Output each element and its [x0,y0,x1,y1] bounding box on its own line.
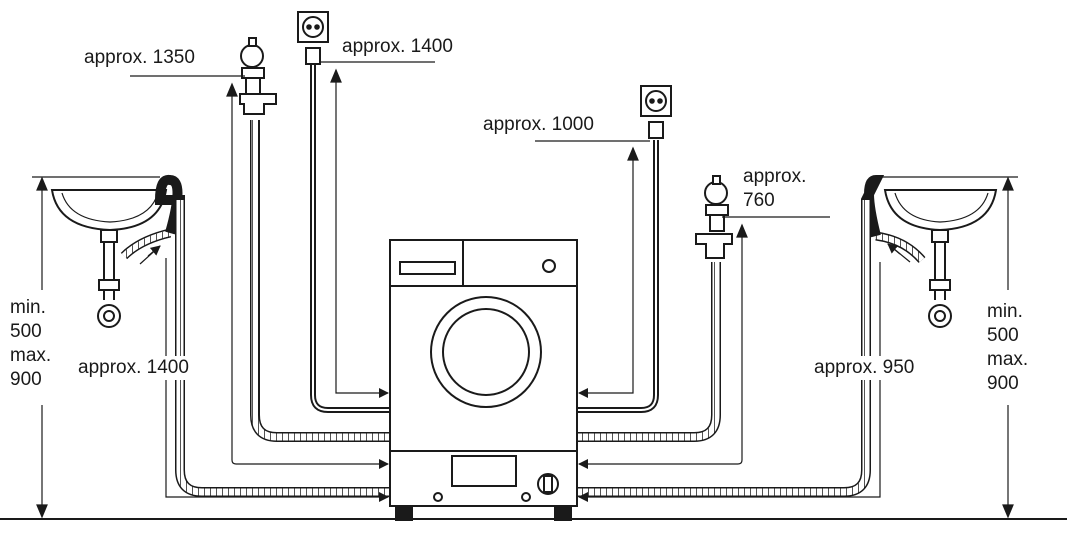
height-left-line-2: 500 [10,321,42,342]
label-socket-right: approx. 1000 [481,113,596,137]
drain-hose-left [154,174,390,497]
dimension-drain-left [139,245,389,502]
height-left-line-1: min. [10,297,46,318]
water-tap-left [239,37,277,115]
dimension-drain-right [578,243,911,502]
height-left-line-3: max. [10,345,52,366]
sink-right [883,189,998,328]
label-socket-left: approx. 1400 [340,35,455,59]
dimension-socket-right [535,140,650,398]
height-right-line-2: 500 [987,325,1019,346]
height-dimension-left [32,176,160,519]
power-cable-left [310,62,390,413]
inlet-hose-right [577,262,721,442]
height-right-line-3: max. [987,349,1029,370]
drain-hose-right [577,174,885,497]
label-drain-right: approx. 950 [812,356,917,380]
height-left-line-4: 900 [10,369,42,390]
water-tap-right [695,175,733,259]
inlet-hose-left [250,120,390,442]
label-tap-left: approx. 1350 [82,46,197,70]
label-height-left: min. 500 max. 900 [10,296,52,392]
dimension-socket-left [320,61,435,398]
sink-left [50,189,168,328]
washing-machine [389,239,578,521]
height-dimension-right [880,176,1018,519]
label-tap-right-line1: approx. [743,166,807,187]
label-tap-right: approx. 760 [743,165,807,213]
power-socket-right [640,85,672,139]
dimension-tap-left [130,75,389,469]
label-height-right: min. 500 max. 900 [987,300,1029,396]
label-tap-right-line2: 760 [743,190,775,211]
power-socket-left [297,11,329,65]
dimension-tap-right [578,216,830,469]
height-right-line-4: 900 [987,373,1019,394]
height-right-line-1: min. [987,301,1023,322]
power-cable-right [577,140,659,413]
label-drain-left: approx. 1400 [76,356,191,380]
